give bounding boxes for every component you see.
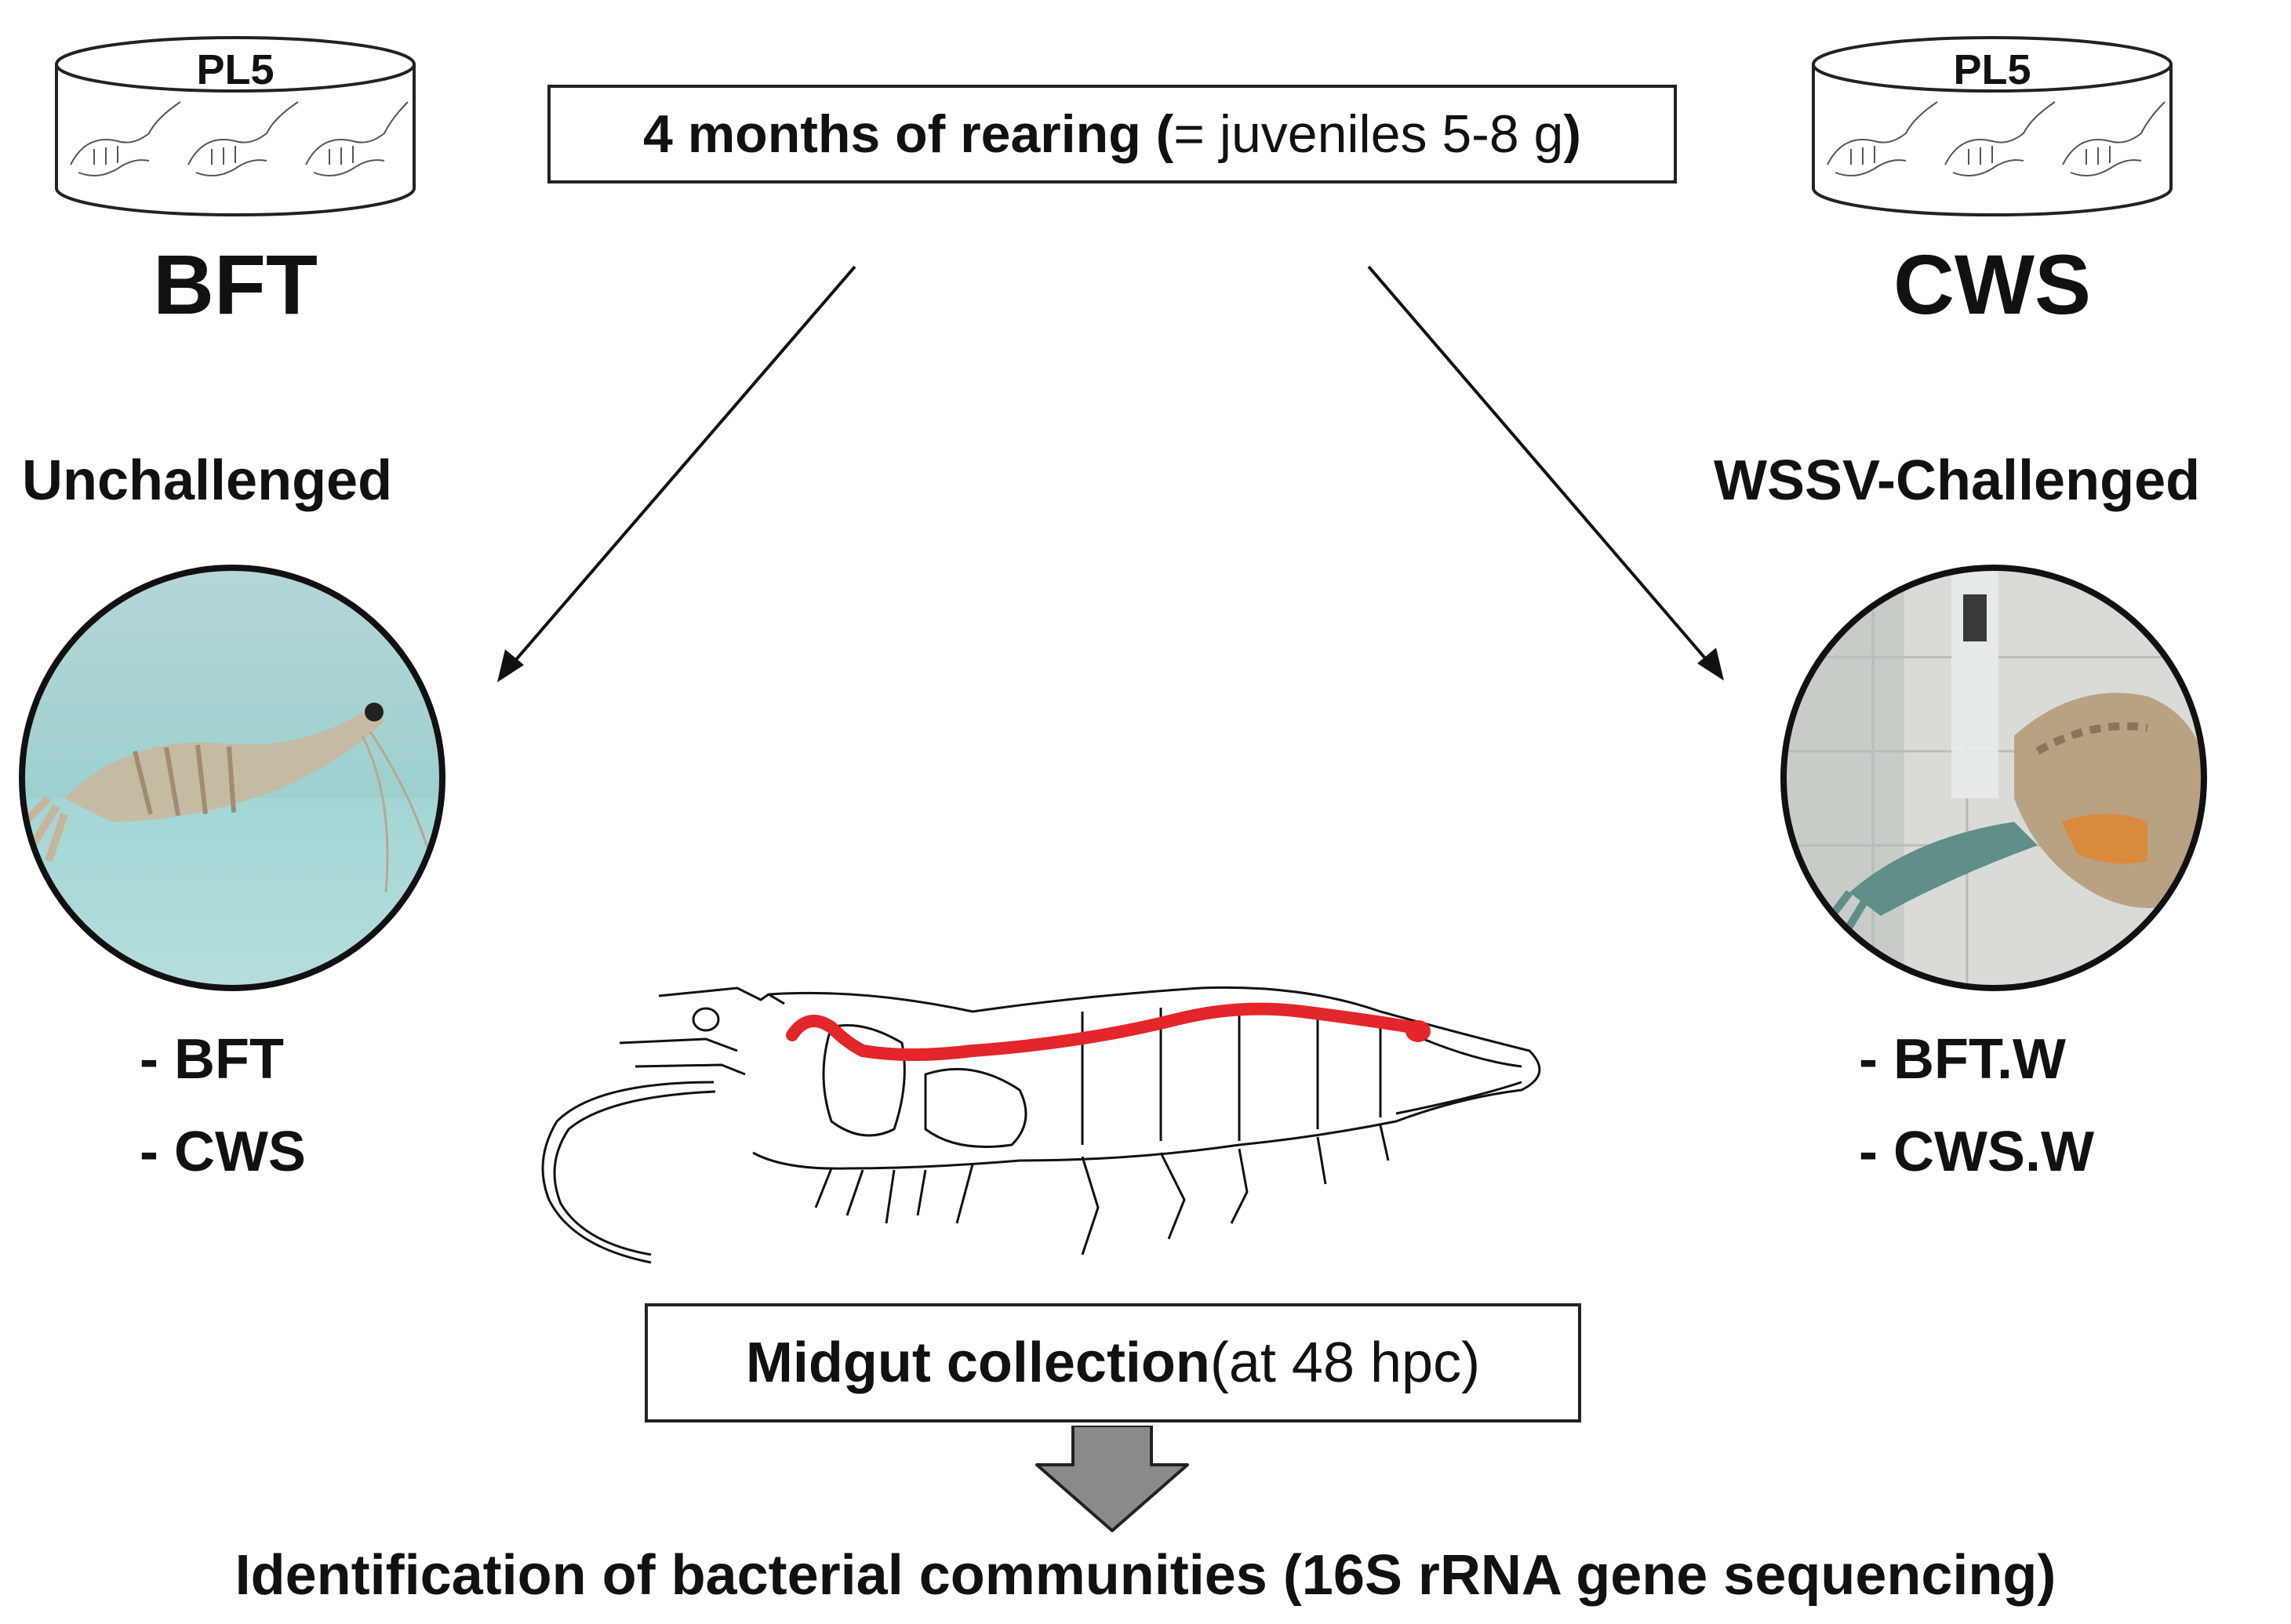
unchallenged-title: Unchallenged: [22, 449, 393, 512]
group-item: - CWS: [140, 1121, 306, 1183]
unchallenged-shrimp-photo: [19, 565, 445, 991]
challenged-shrimp-photo: [1780, 565, 2207, 991]
system-label-cws: CWS: [1893, 237, 2091, 332]
arrow-to-challenged: [1367, 265, 1719, 674]
right-tank: PL5: [1804, 31, 2180, 227]
arrowhead-left: [497, 649, 524, 682]
midgut-highlight: [786, 1002, 1426, 1061]
midgut-box: Midgut collection (at 48 hpc): [645, 1303, 1581, 1422]
group-item: - CWS.W: [1859, 1121, 2094, 1183]
tank-label: PL5: [196, 46, 275, 93]
tank-label: PL5: [1953, 46, 2031, 93]
group-item: - BFT: [140, 1028, 284, 1091]
challenged-title: WSSV-Challenged: [1714, 449, 2201, 512]
rearing-box-bold: 4 months of rearing (: [642, 104, 1174, 164]
shrimp-tank-icon: [1812, 36, 2173, 216]
final-step-text: Identification of bacterial communities …: [235, 1544, 2056, 1607]
group-item: - BFT.W: [1859, 1028, 2066, 1091]
shrimp-tank-icon: [55, 36, 416, 216]
arrowhead-right: [1697, 648, 1724, 681]
arrow-to-unchallenged: [500, 265, 856, 678]
rearing-box-normal: = juveniles 5-8 g: [1173, 104, 1564, 164]
left-tank: PL5: [47, 31, 424, 227]
rearing-box-close: ): [1563, 104, 1582, 164]
midgut-box-bold: Midgut collection: [745, 1332, 1210, 1394]
system-label-bft: BFT: [153, 237, 318, 332]
rearing-box: 4 months of rearing (= juveniles 5-8 g): [547, 85, 1677, 183]
down-arrow-icon: [1035, 1426, 1189, 1532]
shrimp-anatomy-diagram: [541, 986, 1541, 1264]
midgut-box-normal: (at 48 hpc): [1209, 1332, 1481, 1394]
